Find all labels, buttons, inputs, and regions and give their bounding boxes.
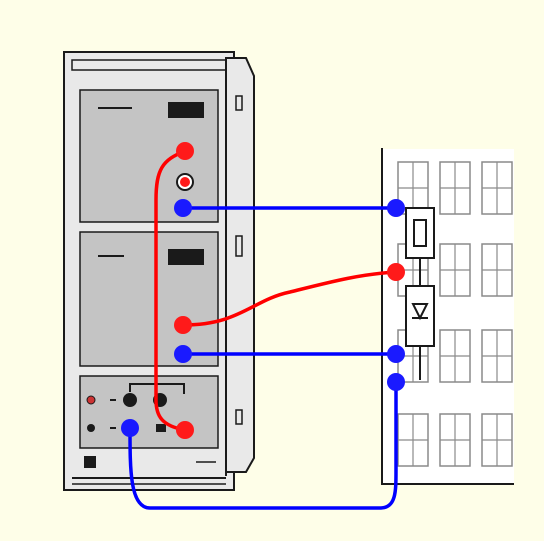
- instrument-top-rail: [71, 59, 227, 71]
- board-top-blue-node[interactable]: [387, 199, 405, 217]
- plug-in-board-icon: [381, 148, 514, 485]
- bottom-module-led: [86, 395, 96, 405]
- board-face: [383, 149, 514, 483]
- wiring: [128, 149, 398, 510]
- board-mid-blue-node[interactable]: [387, 345, 405, 363]
- middle-module-display: [168, 249, 204, 265]
- middle-module-blue-socket[interactable]: [174, 345, 192, 363]
- bottom-module-jack: [87, 424, 95, 432]
- upper-module-output-socket-core: [180, 177, 190, 187]
- upper-module-positive-socket[interactable]: [176, 142, 194, 160]
- side-latch-2: [235, 235, 243, 257]
- terminals: [121, 142, 405, 439]
- upper-module-display: [168, 102, 204, 118]
- middle-module-red-socket[interactable]: [174, 316, 192, 334]
- board-low-blue-node[interactable]: [387, 373, 405, 391]
- resistor-icon: [405, 207, 435, 259]
- bottom-module-panel: [79, 375, 219, 449]
- side-latch-3: [235, 409, 243, 425]
- red-loop-wire[interactable]: [154, 149, 187, 432]
- red-to-board-wire[interactable]: [181, 270, 398, 327]
- resistor-body: [413, 219, 427, 247]
- board-red-node[interactable]: [387, 263, 405, 281]
- board-outline: [381, 148, 514, 485]
- blue-bottom-wire[interactable]: [128, 380, 398, 510]
- rack-instrument-icon: [63, 51, 255, 491]
- board-grid: [397, 161, 513, 467]
- bottom-module-red-socket[interactable]: [176, 421, 194, 439]
- diode-icon: [405, 285, 435, 347]
- upper-module-ground-socket[interactable]: [174, 199, 192, 217]
- bottom-module-connector: [156, 424, 166, 432]
- diode-triangle: [411, 303, 429, 321]
- side-latch-1: [235, 95, 243, 111]
- bottom-module-socket-black[interactable]: [123, 393, 137, 407]
- bottom-module-blue-socket[interactable]: [121, 419, 139, 437]
- power-switch[interactable]: [84, 456, 96, 468]
